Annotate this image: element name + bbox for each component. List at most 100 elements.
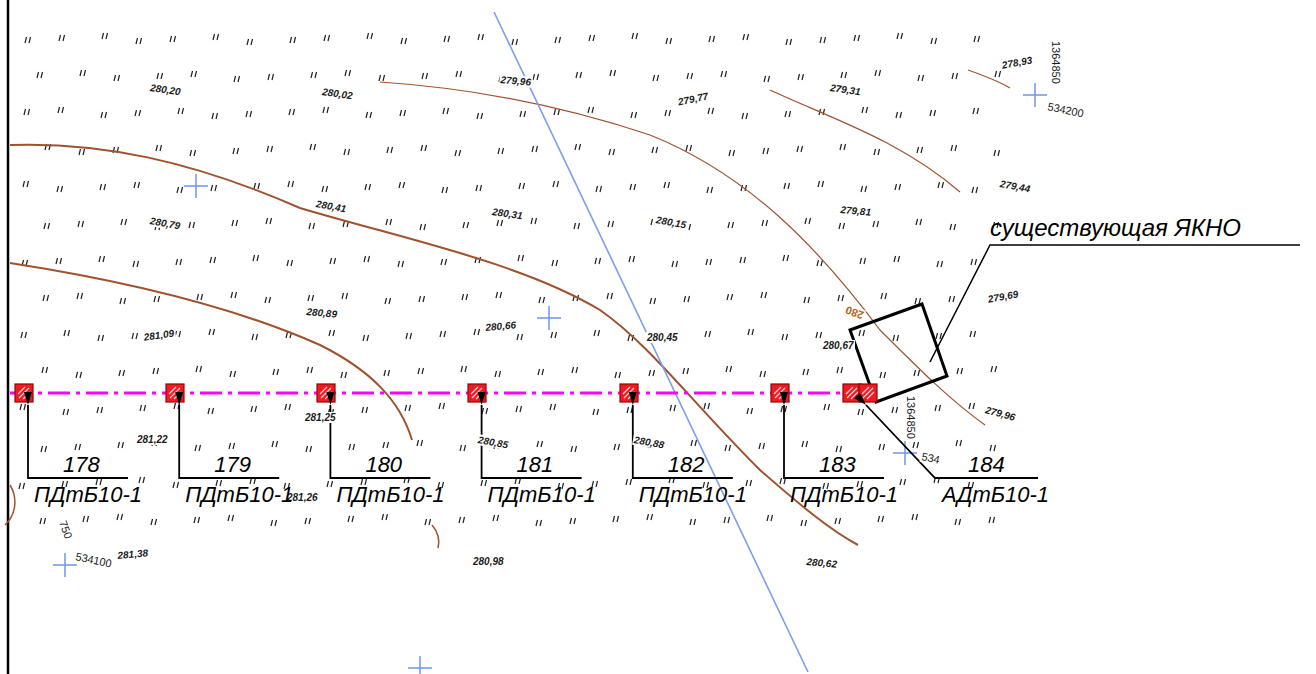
grass-mark: [512, 39, 518, 45]
spot-elevation: 279,31: [828, 82, 862, 97]
grass-mark: [208, 408, 214, 414]
spot-elevation: 279,77: [676, 90, 710, 108]
grass-mark: [329, 330, 335, 336]
boundary-line: [494, 12, 808, 672]
spot-elevation: 280,15: [654, 214, 688, 230]
spot-elevation: 280,20: [148, 82, 182, 97]
grass-mark: [554, 109, 560, 115]
grass-mark: [537, 441, 543, 447]
grass-mark: [306, 446, 312, 452]
grass-mark: [531, 218, 537, 224]
grass-mark: [418, 368, 424, 374]
grass-mark: [538, 369, 544, 375]
grass-mark: [860, 258, 866, 264]
grass-mark: [721, 71, 727, 77]
grass-mark: [254, 183, 260, 189]
existing-kiosk: [850, 304, 947, 402]
spot-elevation: 280,31: [490, 206, 524, 221]
grass-mark: [498, 148, 504, 154]
grid-cross: [893, 441, 917, 465]
grass-mark: [497, 220, 503, 226]
grass-mark: [117, 514, 123, 520]
grass-mark: [233, 148, 239, 154]
grass-mark: [629, 256, 635, 262]
grass-mark: [607, 293, 613, 299]
grass-mark: [726, 366, 732, 372]
grass-mark: [477, 113, 483, 119]
grass-mark: [647, 514, 653, 520]
grass-mark: [555, 37, 561, 43]
grass-mark: [516, 406, 522, 412]
grass-mark: [140, 405, 146, 411]
grass-mark: [854, 35, 860, 41]
grid-cross: [537, 306, 561, 330]
contour-line: [10, 145, 858, 545]
grass-mark: [740, 257, 746, 263]
grass-mark: [666, 38, 672, 44]
grass-mark: [307, 367, 313, 373]
grid-coordinate: 1364850: [905, 395, 917, 440]
grass-mark: [994, 150, 1000, 156]
grass-mark: [75, 444, 81, 450]
grass-mark: [40, 518, 46, 524]
grass-mark: [747, 408, 753, 414]
grass-mark: [191, 71, 197, 77]
grass-mark: [229, 443, 235, 449]
grass-mark: [23, 181, 29, 187]
grass-mark: [576, 72, 582, 78]
contour-line: [5, 485, 15, 525]
grass-mark: [709, 36, 715, 42]
grass-mark: [687, 73, 693, 79]
grass-mark: [401, 38, 407, 44]
grass-mark: [157, 73, 163, 79]
grass-mark: [990, 445, 996, 451]
grass-mark: [495, 371, 501, 377]
grass-mark: [594, 330, 600, 336]
grass-mark: [177, 187, 183, 193]
grass-mark: [289, 109, 295, 115]
grass-mark: [324, 35, 330, 41]
grass-mark: [20, 404, 26, 410]
grass-mark: [406, 333, 412, 339]
grass-mark: [290, 37, 296, 43]
contour-line: [10, 263, 412, 440]
spot-elevation: 279,81: [839, 204, 872, 218]
grass-mark: [136, 38, 142, 44]
grass-mark: [462, 294, 468, 300]
grass-mark: [816, 332, 822, 338]
grass-mark: [421, 145, 427, 151]
grass-mark: [588, 107, 594, 113]
grass-mark: [691, 440, 697, 446]
grass-mark: [455, 150, 461, 156]
grass-mark: [894, 256, 900, 262]
grass-mark: [178, 108, 184, 114]
grass-mark: [441, 259, 447, 265]
grass-mark: [520, 111, 526, 117]
spot-elevation: 280,66: [484, 319, 517, 333]
grass-mark: [267, 146, 273, 152]
grass-mark: [665, 110, 671, 116]
grass-mark: [209, 329, 215, 335]
grass-mark: [482, 408, 488, 414]
spot-elevation: 281,38: [116, 547, 149, 561]
spot-elevation: 281,09: [142, 327, 176, 342]
grass-mark: [213, 34, 219, 40]
grass-mark: [949, 296, 955, 302]
grass-mark: [880, 372, 886, 378]
grass-mark: [686, 145, 692, 151]
grass-mark: [972, 187, 978, 193]
grass-mark: [895, 184, 901, 190]
grass-mark: [251, 406, 257, 412]
grass-mark: [539, 297, 545, 303]
grass-mark: [610, 70, 616, 76]
grass-mark: [101, 112, 107, 118]
leader-line: [930, 245, 1300, 362]
grass-mark: [99, 256, 105, 262]
spot-elevation: 280,88: [632, 434, 666, 450]
grass-mark: [803, 369, 809, 375]
grass-mark: [652, 147, 658, 153]
grass-mark: [589, 35, 595, 41]
grass-mark: [936, 333, 942, 339]
grid-coordinate: 534: [920, 450, 942, 466]
grass-mark: [742, 113, 748, 119]
